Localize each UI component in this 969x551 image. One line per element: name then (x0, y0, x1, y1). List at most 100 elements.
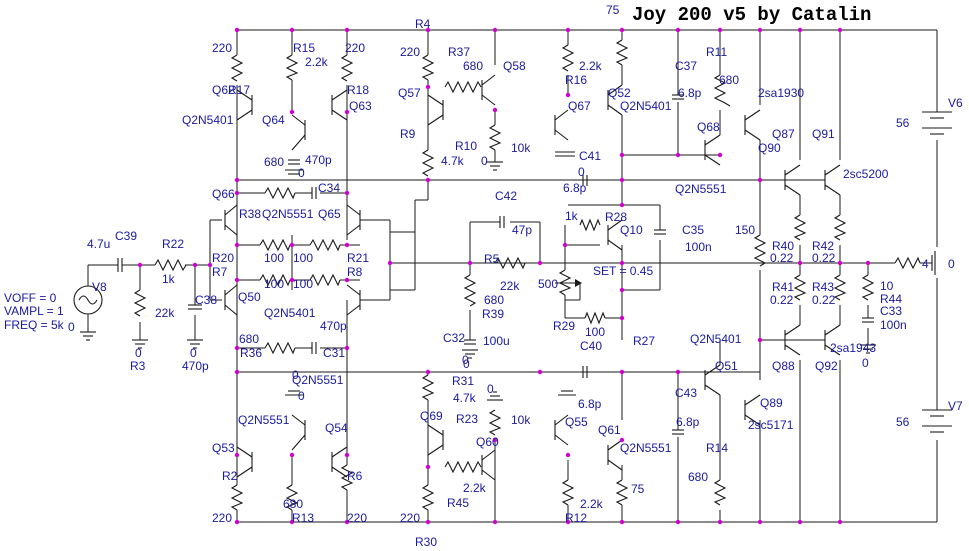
component-label: R27 (633, 334, 655, 348)
component-label: R14 (706, 441, 728, 455)
component-label: 220 (347, 511, 367, 525)
component-label: R43 (812, 280, 834, 294)
component-label: 10k (511, 413, 531, 427)
component-label: R38 (239, 207, 261, 221)
component-label: C39 (115, 229, 137, 243)
component-label: Q57 (398, 86, 421, 100)
component-label: 220 (400, 511, 420, 525)
component-label: R13 (292, 511, 314, 525)
component-label: 680 (719, 73, 739, 87)
component-label: R23 (456, 412, 478, 426)
component-label: Q2N5401 (690, 332, 742, 346)
diagram-title: Joy 200 v5 by Catalin (632, 4, 871, 26)
component-label: 56 (896, 415, 910, 429)
component-label: 680 (484, 293, 504, 307)
component-label: Q65 (318, 207, 341, 221)
component-label: 2sc5200 (843, 167, 889, 181)
component-label: Q53 (212, 441, 235, 455)
component-label: 470p (182, 359, 209, 373)
component-label: 680 (283, 497, 303, 511)
component-label: 4.7k (453, 391, 477, 405)
component-label: Q55 (565, 415, 588, 429)
component-label: R15 (293, 41, 315, 55)
component-label: R18 (347, 83, 369, 97)
component-label: Q51 (715, 359, 738, 373)
component-label: Q2N5401 (620, 99, 672, 113)
component-label: 680 (688, 470, 708, 484)
component-label: 2sa1943 (830, 341, 876, 355)
component-label: 150 (735, 223, 755, 237)
component-label: 0 (190, 346, 197, 360)
component-label: R45 (447, 496, 469, 510)
source-vampl: VAMPL = 1 (4, 304, 64, 318)
component-label: 0 (481, 154, 488, 168)
component-label: 4 (922, 257, 929, 271)
component-label: 2sa1930 (758, 86, 804, 100)
component-label: R3 (130, 359, 146, 373)
component-label: 2sc5171 (748, 418, 794, 432)
component-label: Q66 (212, 187, 235, 201)
component-label: R5 (484, 252, 500, 266)
junctions (137, 27, 871, 525)
component-label: Q2N5401 (182, 113, 234, 127)
component-label: Q64 (262, 113, 285, 127)
source-params: VOFF = 0 VAMPL = 1 FREQ = 5k V8 0 (4, 280, 107, 334)
component-label: Q2N5551 (292, 373, 344, 387)
grounds (80, 161, 876, 401)
component-label: R42 (812, 239, 834, 253)
component-label: 680 (239, 332, 259, 346)
component-label: C42 (495, 189, 517, 203)
component-label: 56 (896, 116, 910, 130)
component-label: 0 (578, 165, 585, 179)
component-label: R20 (212, 251, 234, 265)
component-label: 1k (162, 272, 176, 286)
source-gnd: 0 (68, 320, 75, 334)
ac-source (73, 264, 103, 332)
component-label: 0.22 (812, 251, 836, 265)
component-label: R2 (222, 469, 238, 483)
component-label: R16 (565, 73, 587, 87)
source-voff: VOFF = 0 (4, 291, 57, 305)
component-label: Q10 (620, 223, 643, 237)
component-label: Q2N5551 (620, 441, 672, 455)
transistors (224, 74, 841, 481)
component-label: R8 (347, 265, 363, 279)
component-label: 6.8p (563, 181, 587, 195)
component-label: R9 (400, 127, 416, 141)
component-label: 0 (948, 257, 955, 271)
component-label: R22 (162, 237, 184, 251)
component-label: 6.8p (578, 397, 602, 411)
component-label: C41 (579, 149, 601, 163)
component-label: 6.8p (678, 86, 702, 100)
component-label: 680 (463, 59, 483, 73)
component-label: C37 (675, 59, 697, 73)
component-label: C35 (682, 223, 704, 237)
component-label: R6 (347, 469, 363, 483)
component-label: 220 (345, 41, 365, 55)
component-label: Q92 (815, 359, 838, 373)
component-label: 2.2k (580, 497, 604, 511)
component-label: 220 (212, 41, 232, 55)
component-label: 2.2k (305, 55, 329, 69)
component-label: C38 (195, 293, 217, 307)
component-label: R7 (212, 265, 228, 279)
component-label: Q2N5551 (238, 413, 290, 427)
component-label: R21 (347, 251, 369, 265)
component-label: 100n (685, 240, 712, 254)
component-label: C33 (880, 304, 902, 318)
component-label: 100 (264, 251, 284, 265)
component-label: 4.7u (87, 237, 110, 251)
component-label: Q68 (697, 120, 720, 134)
batteries (922, 111, 952, 433)
component-label: 0 (487, 382, 494, 396)
component-label: Q67 (568, 99, 591, 113)
component-label: 0.22 (770, 251, 794, 265)
component-label: 47p (512, 223, 532, 237)
component-label: R10 (455, 139, 477, 153)
component-label: 75 (631, 482, 645, 496)
component-label: 680 (264, 155, 284, 169)
component-label: Q58 (503, 59, 526, 73)
source-freq: FREQ = 5k (4, 318, 65, 332)
